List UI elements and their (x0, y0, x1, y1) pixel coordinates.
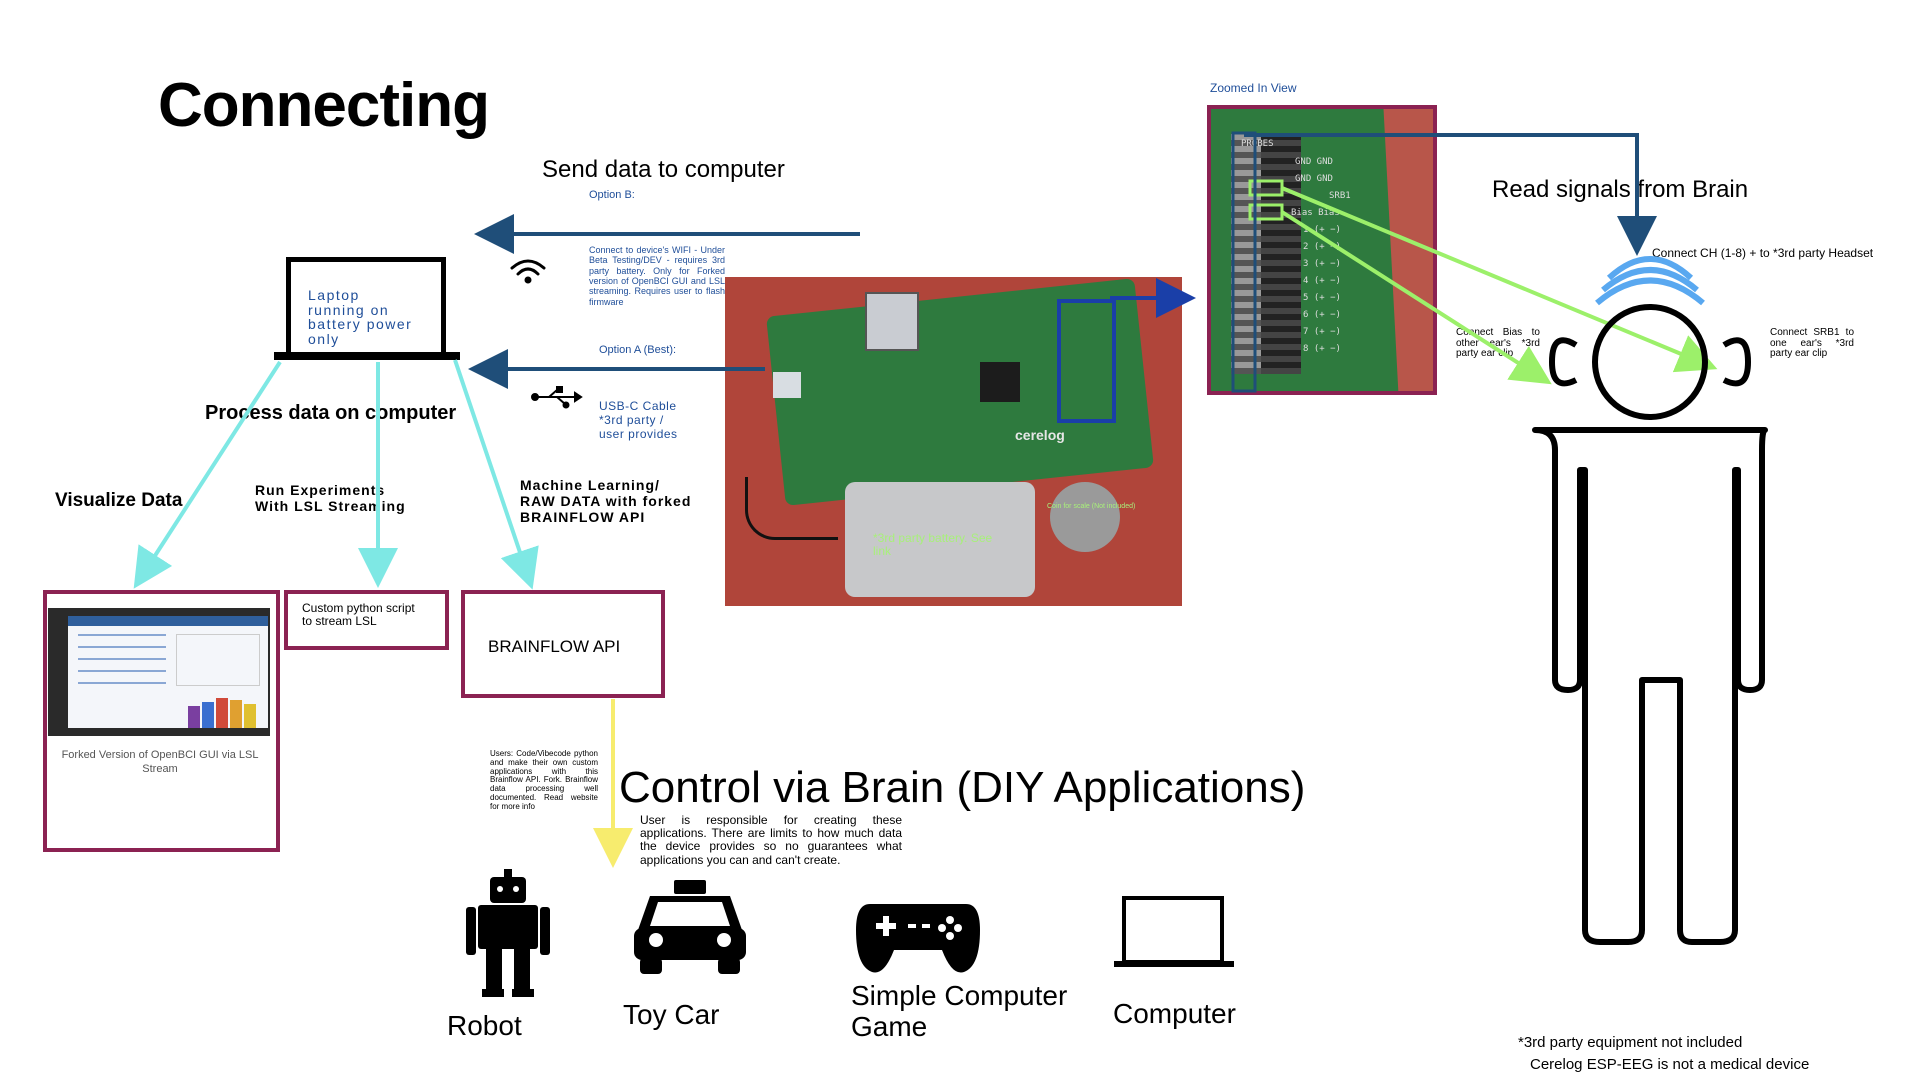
pin-highlight (1057, 299, 1116, 423)
connect-ch-label: Connect CH (1-8) + to *3rd party Headset (1652, 246, 1874, 260)
zoom-row-3: 3 (+ −) (1303, 259, 1341, 269)
headset-icon (1595, 256, 1705, 306)
zoom-arrow (1110, 278, 1196, 318)
send-data-label: Send data to computer (542, 156, 785, 183)
person-icon (1532, 304, 1768, 945)
zoom-row-8: 8 (+ −) (1303, 344, 1341, 354)
robot-icon (466, 869, 550, 997)
zoom-probes: PROBES (1241, 139, 1274, 149)
car-icon (634, 880, 746, 974)
computer-icon (1114, 896, 1234, 967)
gui-screenshot (48, 608, 270, 736)
option-a-label: Option A (Best): (599, 344, 677, 356)
usb-description: USB-C Cable *3rd party / user provides (599, 399, 678, 441)
lsl-box-text: Custom python script to stream LSL (302, 601, 415, 628)
zoomed-view: PROBES GND GND GND GND SRB1 Bias Bias 1 … (1207, 105, 1437, 395)
brainflow-users-text: Users: Code/Vibecode python and make the… (490, 749, 598, 811)
wifi-description: Connect to device's WIFI - Under Beta Te… (589, 245, 725, 307)
zoom-row-4: 4 (+ −) (1303, 276, 1341, 286)
srb-arrow (1281, 186, 1718, 373)
gui-caption: Forked Version of OpenBCI GUI via LSL St… (61, 749, 259, 775)
footer-line-2: Cerelog ESP-EEG is not a medical device (1530, 1056, 1810, 1073)
coin-label: Coin for scale (Not included) (1047, 503, 1136, 510)
bias-instruction: Connect Bias to other ear's *3rd party e… (1456, 327, 1540, 359)
brainflow-box-text: BRAINFLOW API (488, 637, 621, 656)
board-photo: cerelog *3rd party battery. See link Coi… (725, 277, 1182, 606)
laptop-base (274, 352, 460, 360)
zoom-gnd2: GND GND (1295, 174, 1333, 184)
control-heading: Control via Brain (DIY Applications) (619, 763, 1306, 812)
zoom-bias: Bias Bias (1291, 208, 1340, 218)
car-label: Toy Car (623, 999, 720, 1030)
read-signals-label: Read signals from Brain (1492, 176, 1749, 203)
channel-arrow (1244, 133, 1657, 256)
visualize-arrow (133, 360, 282, 589)
robot-label: Robot (447, 1010, 522, 1041)
zoomed-label: Zoomed In View (1210, 81, 1297, 95)
lsl-box (284, 590, 449, 650)
channel-column-highlight (1231, 131, 1257, 393)
laptop-text: Laptop running on battery power only (308, 287, 413, 348)
visualize-label: Visualize Data (55, 490, 183, 511)
page-title: Connecting (158, 71, 490, 140)
footer-line-1: *3rd party equipment not included (1518, 1034, 1743, 1051)
option-b-label: Option B: (589, 189, 635, 201)
ml-arrow (453, 359, 539, 590)
brainflow-box (461, 590, 665, 698)
zoom-row-5: 5 (+ −) (1303, 293, 1341, 303)
game-label: Simple Computer Game (851, 980, 1068, 1043)
zoom-srb: SRB1 (1329, 191, 1351, 201)
computer-label: Computer (1113, 998, 1236, 1029)
gamepad-icon (856, 904, 980, 973)
board-brand: cerelog (1015, 427, 1065, 443)
zoom-row-7: 7 (+ −) (1303, 327, 1341, 337)
wifi-icon (510, 259, 546, 284)
srb-instruction: Connect SRB1 to one ear's *3rd party ear… (1770, 327, 1854, 359)
control-description: User is responsible for creating these a… (640, 813, 902, 867)
ml-label: Machine Learning/ RAW DATA with forked B… (520, 477, 692, 526)
zoom-row-6: 6 (+ −) (1303, 310, 1341, 320)
usb-icon (531, 386, 583, 409)
bias-arrow (1280, 210, 1552, 385)
zoom-gnd1: GND GND (1295, 157, 1333, 167)
process-label: Process data on computer (205, 402, 457, 424)
zoom-row-1: 1 (+ −) (1303, 225, 1341, 235)
zoom-row-2: 2 (+ −) (1303, 242, 1341, 252)
run-experiments-label: Run Experiments With LSL Streaming (255, 482, 406, 515)
battery-label: *3rd party battery. See link (873, 531, 993, 559)
